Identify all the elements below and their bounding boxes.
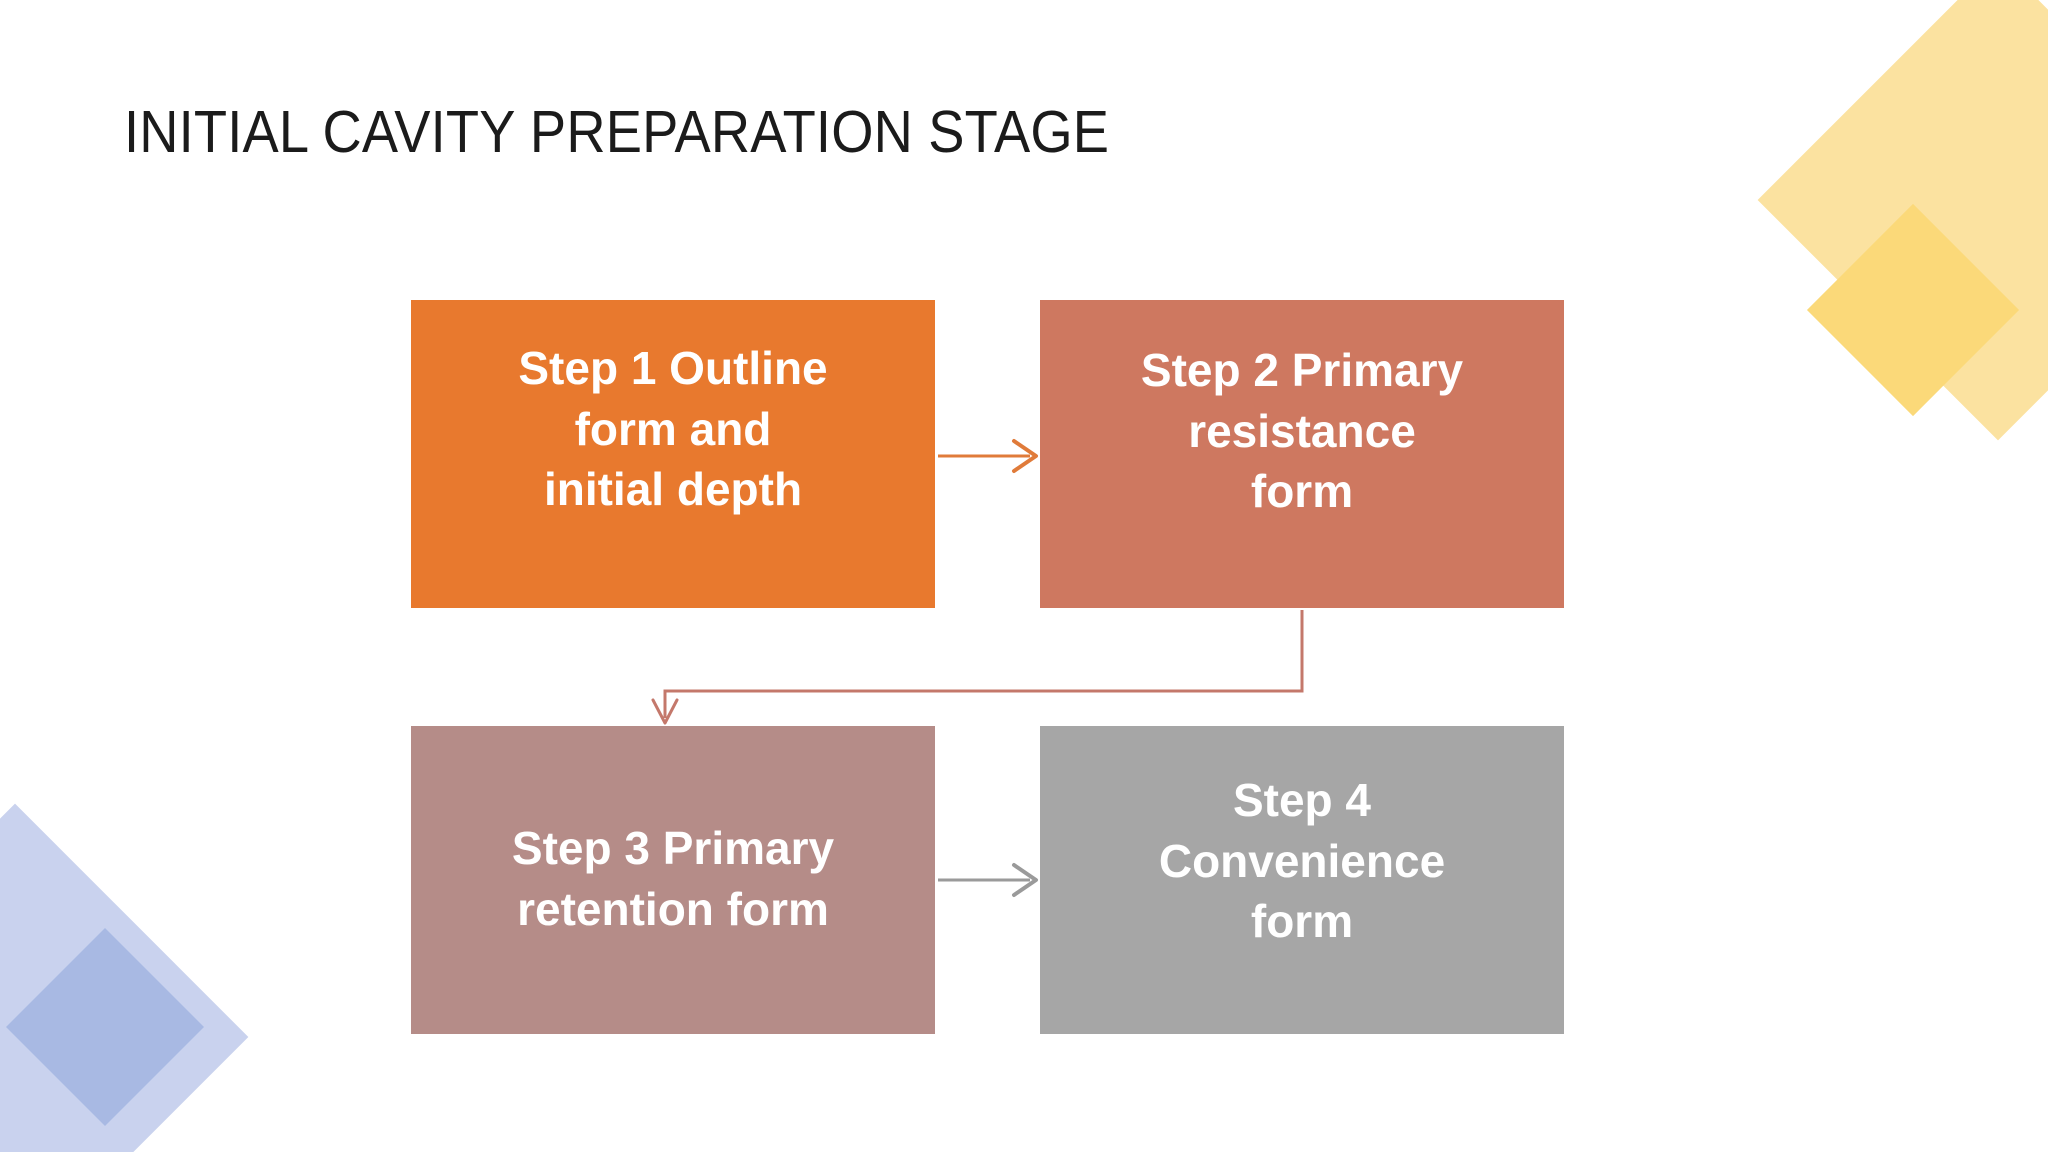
flow-node-step3-line-1: Step 3 Primary	[511, 822, 835, 874]
flow-node-step1-line-3: initial depth	[543, 463, 803, 516]
flow-node-step1[interactable]: Step 1 Outline form and initial depth	[411, 300, 935, 608]
flow-node-step2-line-1: Step 2 Primary	[1140, 344, 1464, 396]
flow-node-step1-line-2: form and	[574, 402, 772, 455]
flow-node-step3-line-2: retention form	[517, 882, 829, 935]
flow-node-step4[interactable]: Step 4 Convenience form	[1040, 726, 1564, 1034]
flow-node-step4-line-2: Convenience	[1158, 834, 1446, 887]
page-title: INITIAL CAVITY PREPARATION STAGE	[124, 99, 1110, 165]
arrow-step1-to-step2	[938, 439, 1038, 473]
flow-node-step2-line-3: form	[1250, 465, 1354, 518]
flow-node-step3[interactable]: Step 3 Primary retention form	[411, 726, 935, 1034]
arrow-step2-to-step3	[651, 610, 1304, 725]
flow-node-step2-line-2: resistance	[1188, 404, 1416, 457]
flow-node-step2[interactable]: Step 2 Primary resistance form	[1040, 300, 1564, 608]
flow-node-step1-line-1: Step 1 Outline	[518, 342, 828, 394]
flow-node-step4-line-1: Step 4	[1232, 774, 1372, 826]
flow-node-step4-line-3: form	[1250, 895, 1354, 948]
arrow-step3-to-step4	[938, 863, 1038, 897]
